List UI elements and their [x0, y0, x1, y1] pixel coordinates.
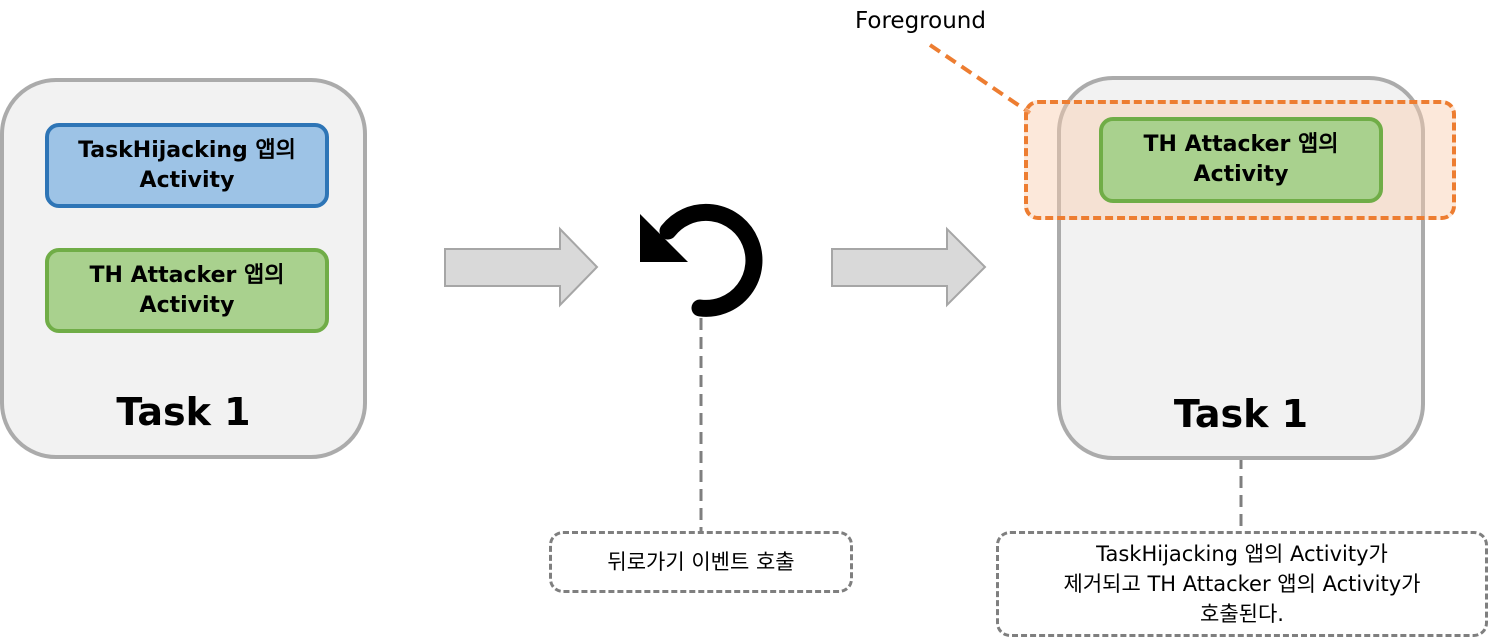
task-label: Task 1	[1173, 392, 1309, 436]
back-event-note: 뒤로가기 이벤트 호출	[549, 531, 853, 593]
foreground-connector	[928, 43, 1032, 115]
left-task-container: TaskHijacking 앱의 Activity TH Attacker 앱의…	[0, 78, 367, 459]
foreground-label: Foreground	[855, 8, 986, 34]
arrow-right-icon	[831, 226, 987, 308]
attacker-activity-foreground: TH Attacker 앱의 Activity	[1099, 117, 1383, 203]
attacker-activity: TH Attacker 앱의 Activity	[45, 248, 329, 333]
back-undo-icon	[640, 203, 763, 317]
result-note: TaskHijacking 앱의 Activity가 제거되고 TH Attac…	[996, 531, 1488, 637]
task-label: Task 1	[116, 390, 251, 434]
taskhijacking-activity: TaskHijacking 앱의 Activity	[45, 123, 329, 208]
arrow-right-icon	[444, 226, 599, 308]
